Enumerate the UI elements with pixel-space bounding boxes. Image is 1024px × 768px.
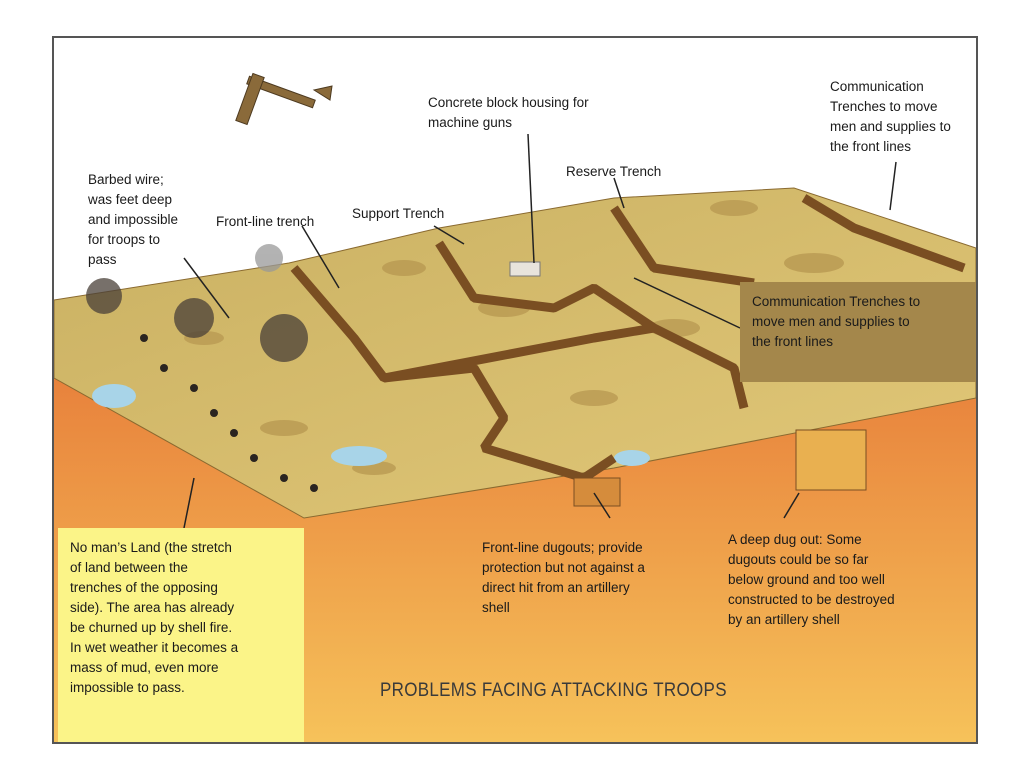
front-line-trench bbox=[290, 265, 617, 483]
label-front-line-dugouts: Front-line dugouts; provide protection b… bbox=[482, 540, 645, 615]
label-front-line-trench: Front-line trench bbox=[216, 214, 315, 229]
diagram-frame: Barbed wire; was feet deep and impossibl… bbox=[52, 36, 978, 744]
reserve-trench bbox=[610, 205, 755, 288]
front-line-dugout bbox=[573, 477, 621, 507]
support-trench bbox=[435, 240, 749, 410]
label-communication-trenches-top: Communication Trenches to move men and s… bbox=[830, 79, 951, 154]
label-deep-dugout: A deep dug out: Some dugouts could be so… bbox=[728, 532, 895, 627]
biplane-icon bbox=[235, 72, 333, 126]
label-concrete-block: Concrete block housing for machine guns bbox=[428, 95, 589, 130]
callout-no-mans-land: No man’s Land (the stretch of land betwe… bbox=[58, 528, 304, 742]
communication-trench bbox=[801, 194, 966, 273]
water-puddles bbox=[92, 384, 650, 466]
diagram-title: PROBLEMS FACING ATTACKING TROOPS bbox=[380, 678, 727, 701]
smoke-clouds bbox=[86, 244, 308, 362]
label-reserve-trench: Reserve Trench bbox=[566, 164, 662, 179]
leader-lines bbox=[183, 133, 897, 529]
deep-dugout bbox=[795, 429, 867, 491]
label-barbed-wire: Barbed wire; was feet deep and impossibl… bbox=[88, 172, 179, 267]
trench-lines bbox=[290, 194, 966, 483]
soldiers bbox=[140, 334, 318, 492]
label-no-mans-land: No man’s Land (the stretch of land betwe… bbox=[70, 540, 239, 695]
concrete-bunker bbox=[509, 261, 541, 277]
callout-communication-trenches: Communication Trenches to move men and s… bbox=[740, 282, 976, 382]
label-support-trench: Support Trench bbox=[352, 206, 445, 221]
label-communication-trenches: Communication Trenches to move men and s… bbox=[752, 294, 921, 349]
